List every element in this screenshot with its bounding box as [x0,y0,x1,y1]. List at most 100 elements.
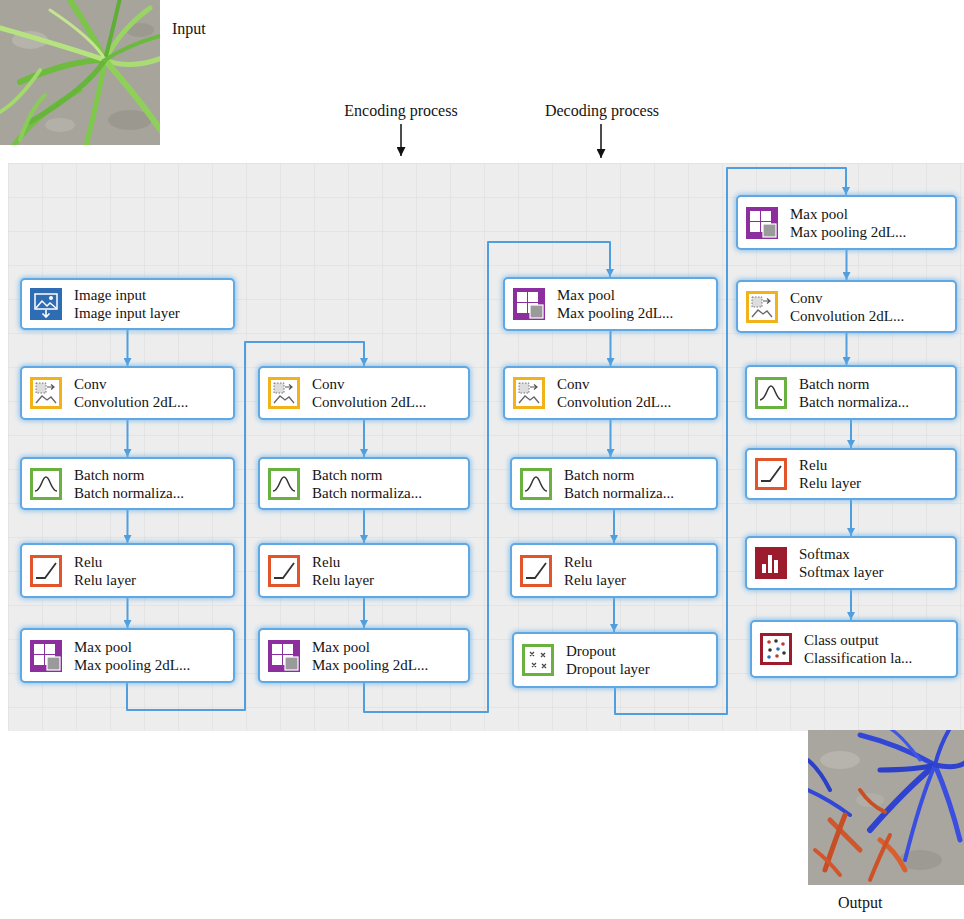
icon-part [760,633,792,665]
icon-part [530,385,537,390]
layer-icon [30,468,62,500]
input-photo-part-part [50,10,105,60]
layer-text: Max poolMax pooling 2dL... [312,638,462,674]
layer-name: Image input [74,286,227,304]
layer-block: Batch normBatch normaliza... [745,365,957,420]
icon-part [45,644,55,654]
icon-part [774,560,778,573]
layer-text: Batch normBatch normaliza... [564,466,710,502]
layer-name: Max pool [557,286,710,304]
icon-part [47,385,54,390]
layer-type: Batch normaliza... [564,484,710,502]
icon-part [268,377,300,409]
layer-block: Max poolMax pooling 2dL... [20,628,235,683]
icon-part [30,288,62,320]
layer-type: Convolution 2dL... [790,307,949,325]
connector-arrow [363,510,365,543]
icon-part [520,468,552,500]
input-photo-part-part [105,58,160,65]
input-photo-part [0,0,160,145]
icon-part [517,303,527,313]
icon-part [35,294,57,309]
icon-part [268,640,300,672]
layer-text: ReluRelu layer [564,553,710,589]
layer-icon [268,468,300,500]
icon-part [774,639,778,643]
icon-part [285,657,298,670]
icon-part [513,377,545,409]
layer-type: Relu layer [799,474,949,492]
icon-part [516,380,542,406]
process-label: Decoding process [545,101,659,121]
connector-arrow [127,598,129,628]
layer-text: DropoutDropout layer [566,642,710,678]
output-photo-part-part [860,790,885,812]
icon-part [775,654,779,658]
output-photo-part-part [935,765,960,840]
connector-arrow [846,250,848,280]
icon-part [519,396,539,403]
input-photo-part [0,0,160,145]
icon-part [273,477,295,491]
layer-icon [513,377,545,409]
layer-icon [268,555,300,587]
layer-name: Dropout [566,642,710,660]
layer-text: Batch normBatch normaliza... [74,466,227,502]
input-photo-part-part [105,36,160,60]
icon-part [268,555,300,587]
icon-part [34,644,44,654]
icon-part [522,644,554,676]
process-pointers [401,124,601,158]
layer-icon [760,633,792,665]
layer-icon [520,468,552,500]
input-photo-part [45,118,75,132]
input-photo-part-part [30,60,105,122]
icon-part [767,640,771,644]
icon-part [526,563,546,578]
layer-icon [30,555,62,587]
layer-icon [755,547,787,579]
icon-part [517,292,527,302]
icon-part [530,305,543,318]
icon-part [523,558,549,584]
output-photo-part [820,751,860,769]
connector-arrow [127,420,129,457]
layer-block: Max poolMax pooling 2dL... [736,195,957,250]
icon-part [33,471,59,497]
icon-part [750,211,760,221]
connector-arrow [610,331,612,366]
layer-text: ReluRelu layer [74,553,227,589]
layer-type: Max pooling 2dL... [557,304,710,322]
layer-type: Dropout layer [566,660,710,678]
layer-icon [520,555,552,587]
icon-part [763,298,770,303]
layer-text: Batch normBatch normaliza... [799,375,949,411]
icon-part [758,380,784,406]
icon-part [272,655,282,665]
icon-part [30,377,62,409]
layer-type: Softmax layer [799,563,949,581]
icon-part [763,224,776,237]
icon-part [755,458,787,490]
layer-icon [522,644,554,676]
connector-arrow [850,420,852,448]
icon-part [755,547,787,579]
layer-text: ReluRelu layer [799,456,949,492]
designer-canvas [8,163,964,731]
layer-block: ConvConvolution 2dL... [20,366,235,420]
process-label: Encoding process [344,101,457,121]
layer-type: Convolution 2dL... [557,393,710,411]
layer-block: ConvConvolution 2dL... [258,366,470,420]
layer-text: Image inputImage input layer [74,286,227,322]
layer-type: Classification la... [804,649,950,667]
icon-part [528,292,538,302]
layer-name: Relu [564,553,710,571]
layer-icon [755,377,787,409]
process-pointers-part [600,124,602,158]
connector-arrow [363,420,365,457]
icon-part [36,396,56,403]
layer-icon [746,291,778,323]
layer-type: Convolution 2dL... [312,393,462,411]
output-photo-part-part [935,730,950,765]
